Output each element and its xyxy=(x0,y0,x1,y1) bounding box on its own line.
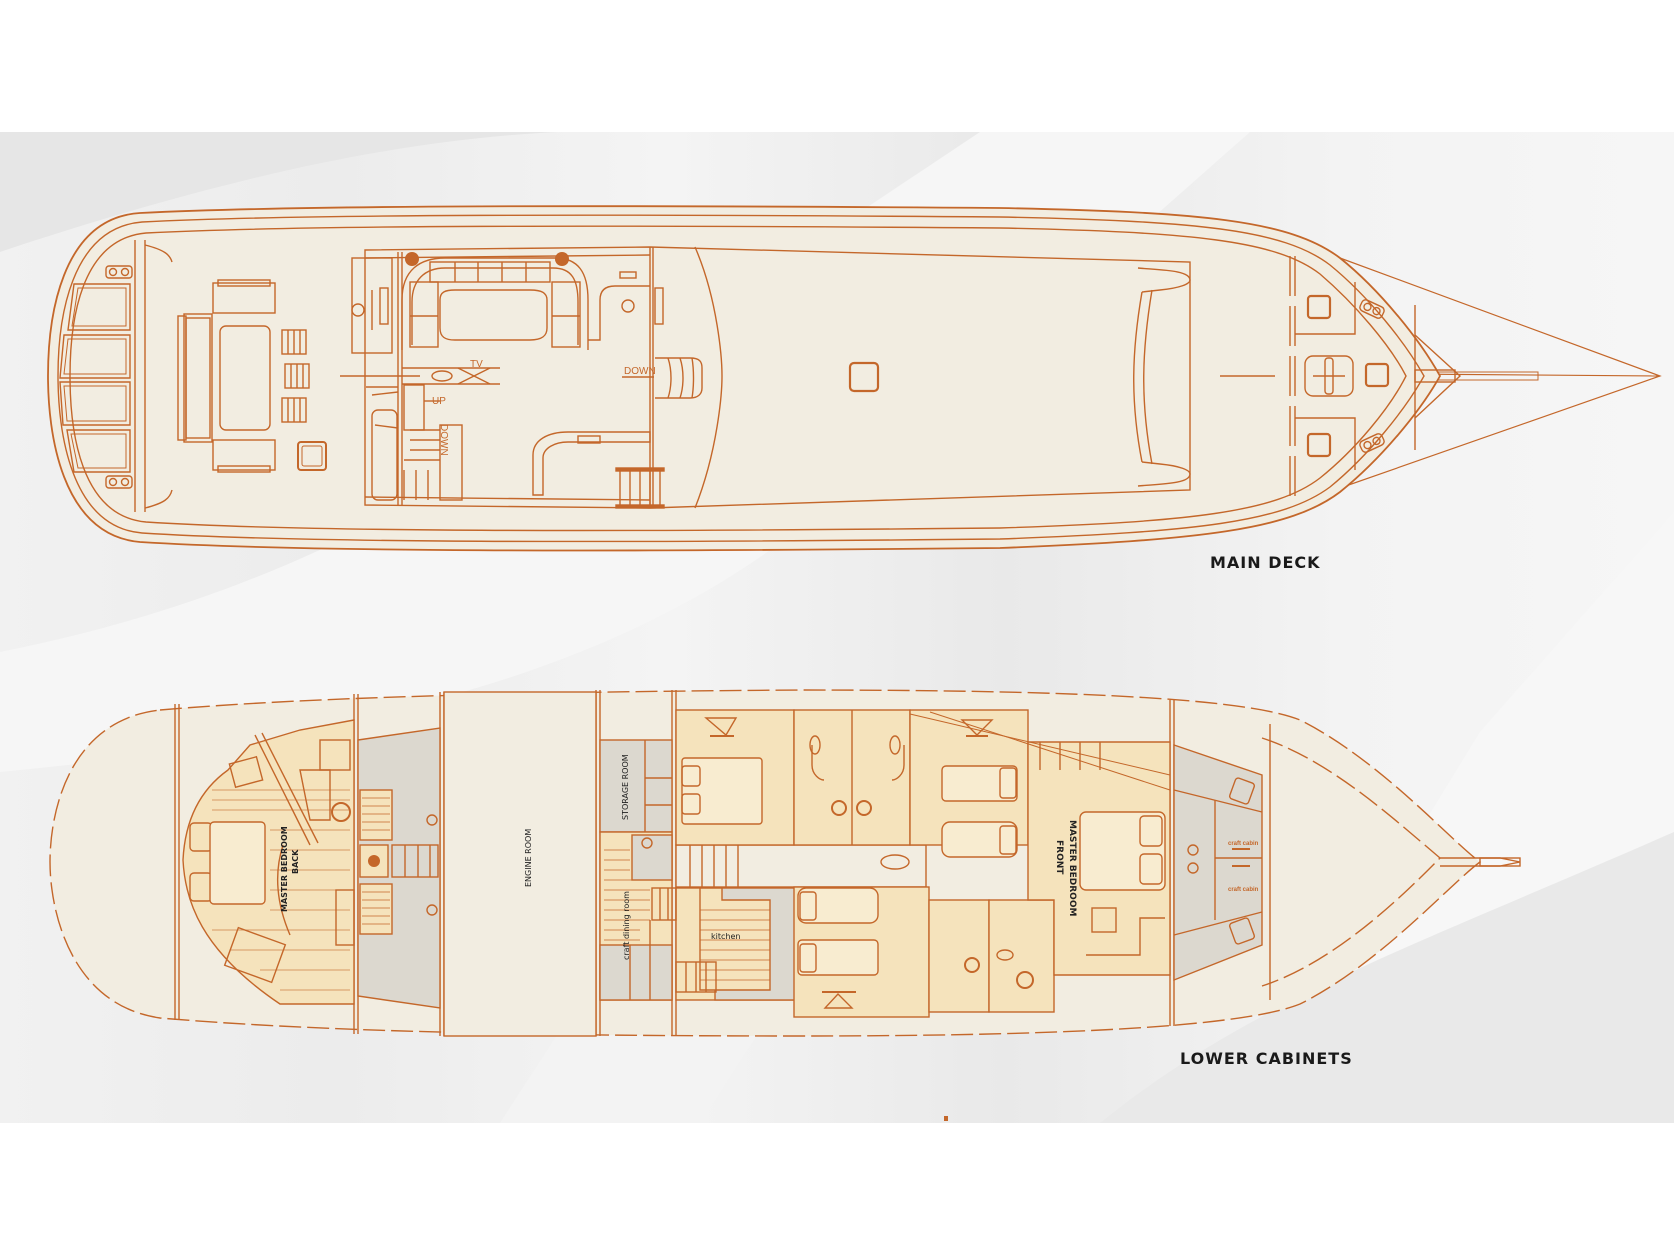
room-label-kitchen: kitchen xyxy=(711,932,740,941)
room-label-master-front-2: FRONT xyxy=(1054,840,1064,875)
room-label-engine-room: ENGINE ROOM xyxy=(524,829,533,887)
room-label-master-front-1: MASTER BEDROOM xyxy=(1067,820,1077,916)
up-annotation: UP xyxy=(432,396,446,407)
marker-dot xyxy=(944,1116,948,1121)
room-label-storage-room: STORAGE ROOM xyxy=(621,754,630,820)
main-deck-title: MAIN DECK xyxy=(1210,553,1321,572)
lower-deck-title: LOWER CABINETS xyxy=(1180,1049,1353,1068)
room-label-master-back-2: BACK xyxy=(291,849,300,874)
tv-annotation: TV xyxy=(470,359,483,370)
room-label-crew-dining: craft dining room xyxy=(622,891,631,960)
room-label-crew-cabin-1: craft cabin xyxy=(1228,841,1259,847)
room-label-master-back-1: MASTER BEDROOM xyxy=(280,826,289,912)
down-annotation-right: DOWN xyxy=(624,366,656,377)
room-label-crew-cabin-2: craft cabin xyxy=(1228,887,1259,893)
down-annotation-left: DOWN xyxy=(438,424,449,456)
